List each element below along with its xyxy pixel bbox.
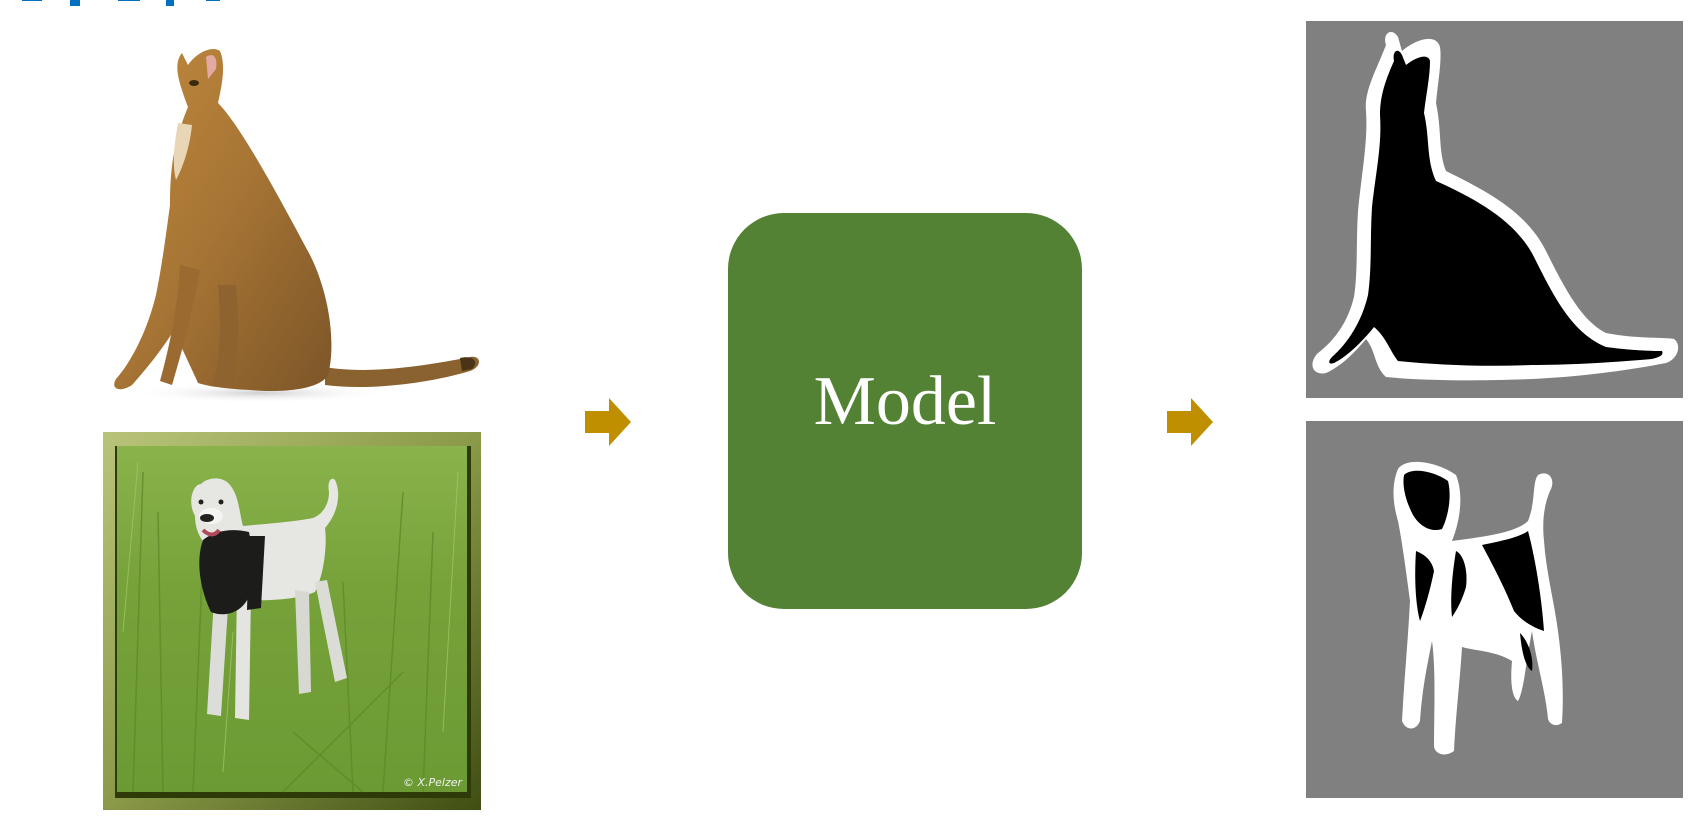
model-label: Model xyxy=(813,363,997,440)
input-cat-photo xyxy=(110,45,485,405)
svg-text:© X.Pelzer: © X.Pelzer xyxy=(403,776,464,789)
cropped-heading xyxy=(0,0,240,8)
output-dog-mask xyxy=(1306,421,1683,798)
model-to-output-arrow xyxy=(1167,398,1213,446)
output-cat-mask xyxy=(1306,21,1683,398)
model-box: Model xyxy=(728,213,1082,609)
input-dog-photo: © X.Pelzer xyxy=(103,432,481,810)
input-to-model-arrow xyxy=(585,398,631,446)
